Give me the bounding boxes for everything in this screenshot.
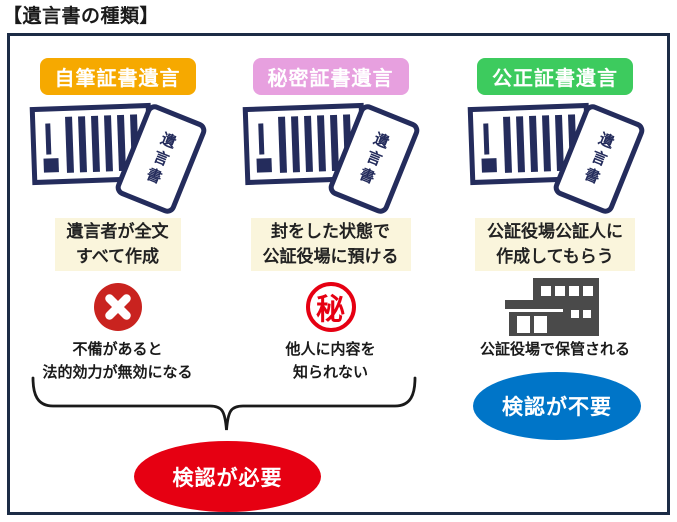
text-line <box>104 115 113 172</box>
seal-stamp <box>480 158 497 173</box>
seal-stamp <box>256 158 272 173</box>
will-document-icon: 遺言書 <box>25 101 210 217</box>
text-line <box>278 116 287 173</box>
badge-notarized-will: 公正証書遺言 <box>477 58 633 95</box>
caption-line: 他人に内容を <box>285 340 376 359</box>
column-secret-will: 秘密証書遺言 遺言書 封をした状態で 公証役場に預ける 秘 <box>238 58 423 383</box>
column-notarized-will: 公正証書遺言 遺言書 公証役場公証人に 作成してもらう <box>460 58 650 361</box>
column-holographic-will: 自筆証書遺言 遺言書 遺言者が全文 すべて作成 <box>25 58 210 383</box>
page-title: 【遺言書の種類】 <box>3 5 160 27</box>
caption: 他人に内容を 知られない <box>285 338 375 383</box>
will-cover-label: 遺言書 <box>354 129 393 189</box>
description-line: 遺言者が全文 <box>66 222 169 242</box>
secret-seal-circle: 秘 <box>305 282 356 333</box>
text-line <box>91 115 100 172</box>
text-line <box>482 123 489 155</box>
badge-holographic-will: 自筆証書遺言 <box>39 58 196 95</box>
description-box: 公証役場公証人に 作成してもらう <box>475 218 635 272</box>
caption: 公証役場で保管される <box>480 338 630 361</box>
caption-line: 不備があると <box>72 340 163 359</box>
text-line <box>515 116 525 173</box>
brace-bracket <box>31 376 417 431</box>
will-document-icon: 遺言書 <box>238 101 423 217</box>
caption-line: 知られない <box>292 362 368 381</box>
secret-seal-icon: 秘 <box>305 281 356 333</box>
text-line <box>65 116 74 173</box>
will-cover-label: 遺言書 <box>141 129 180 189</box>
text-line <box>45 123 52 155</box>
text-line <box>291 116 300 173</box>
probate-required-oval: 検認が必要 <box>134 441 321 512</box>
secret-seal-character: 秘 <box>315 292 345 327</box>
text-line <box>317 115 326 172</box>
will-document-icon: 遺言書 <box>463 101 648 217</box>
text-line <box>502 116 512 173</box>
description-line: 封をした状態で <box>271 222 390 242</box>
description-line: 公証役場に預ける <box>262 246 399 267</box>
text-line <box>541 115 551 172</box>
text-line <box>528 115 538 172</box>
will-cover-label: 遺言書 <box>579 129 618 189</box>
caption-line: 法的効力が無効になる <box>42 362 193 381</box>
x-circle-icon <box>93 281 143 333</box>
text-line <box>78 116 87 173</box>
caption: 不備があると 法的効力が無効になる <box>42 338 192 383</box>
caption-line: 公証役場で保管される <box>479 340 630 359</box>
description-line: 作成してもらう <box>496 246 614 267</box>
description-line: 公証役場公証人に <box>487 222 623 242</box>
probate-not-required-oval: 検認が不要 <box>473 372 641 440</box>
seal-stamp <box>43 158 59 173</box>
description-box: 遺言者が全文 すべて作成 <box>54 218 181 272</box>
badge-secret-will: 秘密証書遺言 <box>252 58 409 95</box>
text-line <box>258 123 265 155</box>
building-icon <box>505 278 605 337</box>
description-box: 封をした状態で 公証役場に預ける <box>250 218 411 272</box>
description-line: すべて作成 <box>75 246 160 267</box>
text-line <box>304 115 313 172</box>
